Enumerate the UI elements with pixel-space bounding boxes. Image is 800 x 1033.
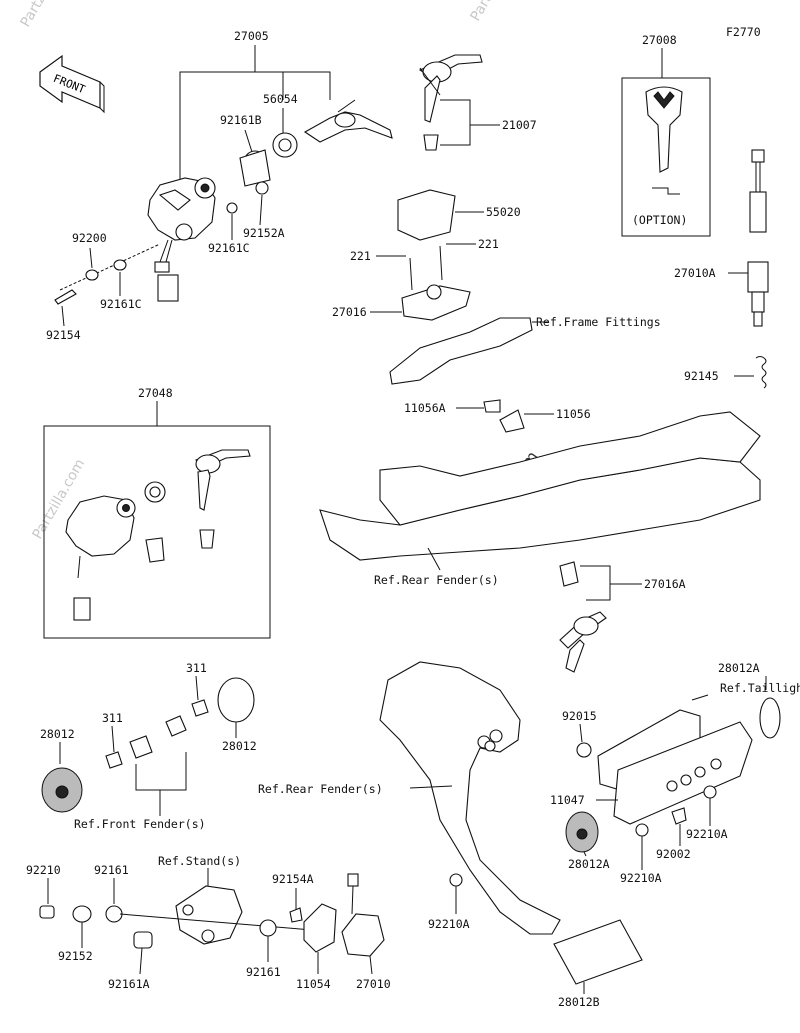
- option-key-box: 27008 (OPTION): [621, 33, 711, 237]
- label-92002: 92002: [656, 847, 691, 861]
- label-11056: 11056: [556, 407, 591, 421]
- label-92161C-lower: 92161C: [100, 297, 142, 311]
- front-reflector-group: 311 28012 311 28012 Ref.Front Fender(s): [40, 661, 257, 831]
- label-92161A: 92161A: [108, 977, 150, 991]
- label-27016A: 27016A: [644, 577, 686, 591]
- label-21007: 21007: [502, 118, 537, 132]
- label-56054: 56054: [263, 92, 298, 106]
- label-27010: 27010: [356, 977, 391, 991]
- label-taillight-ref: Ref.Taillight(s): [720, 681, 800, 695]
- watermark-top-middle: Partzilla.com: [468, 0, 527, 24]
- label-frame-fittings-ref: Ref.Frame Fittings: [536, 315, 661, 329]
- lock-bracket-group: 55020 221 221 27016 Ref.Frame Fittings: [332, 189, 661, 385]
- label-27048: 27048: [138, 386, 173, 400]
- label-92161-right: 92161: [246, 965, 281, 979]
- label-27010A: 27010A: [674, 266, 716, 280]
- label-92152A: 92152A: [243, 226, 285, 240]
- label-92210A-right: 92210A: [686, 827, 728, 841]
- label-92161-left: 92161: [94, 863, 129, 877]
- label-92154: 92154: [46, 328, 81, 342]
- label-55020: 55020: [486, 205, 521, 219]
- ignition-switch-group: 27005 56054 92161B 92152A 92161C: [46, 29, 393, 342]
- label-92200: 92200: [72, 231, 107, 245]
- rear-fender-lower-group: Ref.Rear Fender(s) 92210A 28012B 28012A …: [258, 661, 800, 1009]
- label-311-left: 311: [102, 711, 123, 725]
- label-92152: 92152: [58, 949, 93, 963]
- label-92015: 92015: [562, 709, 597, 723]
- label-28012-left: 28012: [40, 727, 75, 741]
- front-arrow-icon: FRONT: [39, 54, 105, 114]
- label-28012A-bottom: 28012A: [568, 857, 610, 871]
- label-92154A: 92154A: [272, 872, 314, 886]
- label-11047: 11047: [550, 793, 585, 807]
- label-92210A-middle: 92210A: [620, 871, 662, 885]
- label-92210A-bottom: 92210A: [428, 917, 470, 931]
- figure-code: F2770: [726, 25, 761, 39]
- label-27016: 27016: [332, 305, 367, 319]
- label-221-left: 221: [350, 249, 371, 263]
- key-blank-group: 21007: [418, 54, 537, 151]
- label-rear-fender-ref-2: Ref.Rear Fender(s): [258, 782, 383, 796]
- label-92210: 92210: [26, 863, 61, 877]
- label-27008: 27008: [642, 33, 677, 47]
- label-11056A: 11056A: [404, 401, 446, 415]
- label-221-right: 221: [478, 237, 499, 251]
- label-311-top: 311: [186, 661, 207, 675]
- label-92161B: 92161B: [220, 113, 262, 127]
- label-28012A-top: 28012A: [718, 661, 760, 675]
- label-front-fender-ref: Ref.Front Fender(s): [74, 817, 206, 831]
- side-stand-switch-group: 92210 92161 92152 Ref.Stand(s) 92161A 92…: [26, 854, 391, 991]
- rear-fender-group: 11056A 11056 Ref.Rear Fender(s) 27016A: [319, 399, 761, 673]
- label-rear-fender-ref-1: Ref.Rear Fender(s): [374, 573, 499, 587]
- watermark-top-left: Partzilla.com: [18, 0, 77, 30]
- label-28012-right: 28012: [222, 739, 257, 753]
- key-set-kit-box: 27048: [43, 386, 271, 639]
- option-label: (OPTION): [632, 213, 687, 227]
- label-11054: 11054: [296, 977, 331, 991]
- label-27005: 27005: [234, 29, 269, 43]
- seat-lock-switch-group: 27010A 92145: [674, 149, 769, 389]
- label-28012B: 28012B: [558, 995, 600, 1009]
- label-92145: 92145: [684, 369, 719, 383]
- label-92161C-upper: 92161C: [208, 241, 250, 255]
- label-stand-ref: Ref.Stand(s): [158, 854, 241, 868]
